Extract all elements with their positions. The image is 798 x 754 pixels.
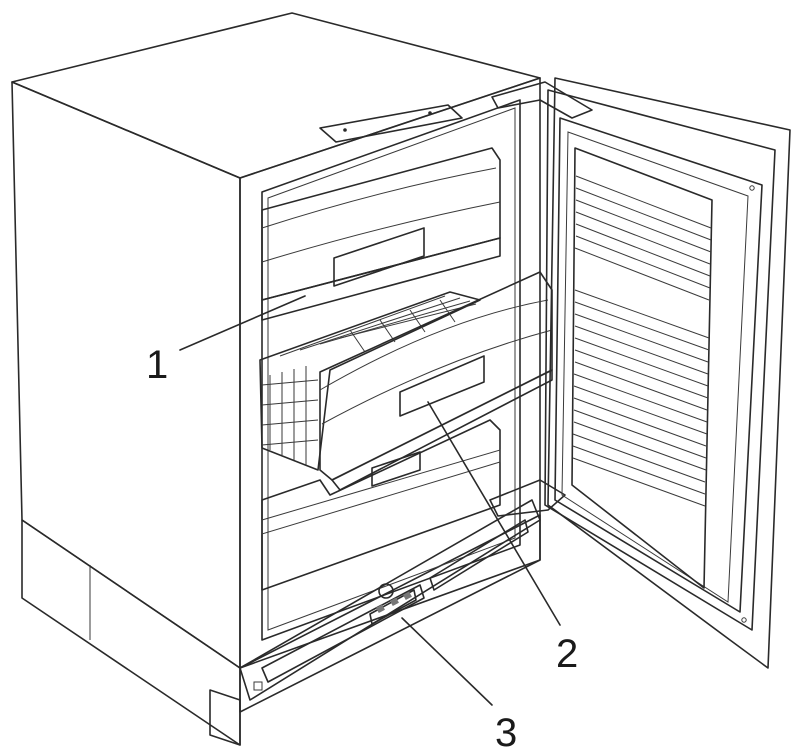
callout-3: 3	[495, 711, 517, 754]
thermostat-knob	[378, 583, 394, 599]
wire-basket[interactable]	[259, 291, 481, 471]
drawer-top[interactable]	[261, 147, 501, 321]
control-panel	[239, 499, 541, 701]
leader-1	[179, 295, 306, 351]
cabinet-side	[11, 81, 241, 669]
callout-leaders	[179, 295, 561, 706]
door[interactable]	[544, 77, 791, 669]
door-liner-ribs	[572, 175, 712, 507]
hinge-top	[491, 81, 593, 119]
cabinet-top	[11, 12, 541, 179]
drawer-bottom[interactable]	[261, 419, 501, 591]
drawer-top-handle	[333, 227, 425, 287]
cabinet-front	[239, 77, 541, 669]
control-switches	[369, 589, 417, 625]
callout-2: 2	[556, 632, 578, 676]
plinth	[21, 514, 541, 746]
leader-2	[427, 401, 561, 626]
hinge-bottom	[489, 479, 566, 517]
drawer-middle[interactable]	[319, 271, 553, 491]
drawer-middle-handle	[399, 355, 485, 417]
leader-3	[401, 617, 493, 706]
callout-1: 1	[146, 343, 168, 387]
